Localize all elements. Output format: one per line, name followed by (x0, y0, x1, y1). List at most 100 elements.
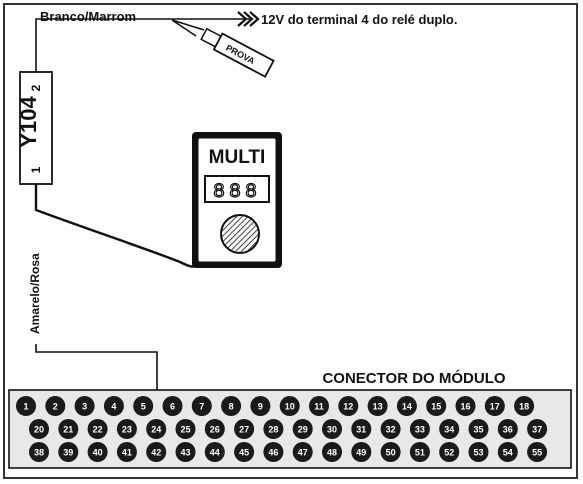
pin-number: 9 (258, 401, 263, 411)
pin-number: 44 (210, 447, 220, 457)
pin-number: 46 (268, 447, 278, 457)
pin-number: 49 (356, 447, 366, 457)
pin-circle (351, 442, 372, 462)
connector-pin-37: 37 (527, 419, 548, 439)
pin-number: 26 (210, 424, 220, 434)
connector-pin-45: 45 (234, 442, 255, 462)
pin-circle (439, 419, 460, 439)
pin-circle (16, 396, 36, 416)
pin-number: 43 (180, 447, 190, 457)
connector-pin-20: 20 (29, 419, 49, 439)
pin-circle (175, 442, 196, 462)
pin-number: 36 (503, 424, 513, 434)
pin-circle (322, 442, 342, 462)
connector-pin-44: 44 (204, 442, 225, 462)
pin-circle (409, 419, 430, 439)
pin-number: 51 (415, 447, 425, 457)
connector-pin-35: 35 (468, 419, 489, 439)
pin-number: 52 (444, 447, 454, 457)
probe-icon: PROVA (171, 19, 275, 78)
connector-pin-43: 43 (175, 442, 196, 462)
pin-circle (380, 442, 401, 462)
pin-circle (292, 442, 313, 462)
pin-number: 53 (473, 447, 483, 457)
connector-pin-26: 26 (204, 419, 225, 439)
connector-pin-16: 16 (455, 396, 476, 416)
pin-2-label: 2 (29, 84, 43, 91)
connector-pin-5: 5 (133, 396, 154, 416)
component-y104: Y104 2 1 (16, 71, 53, 185)
pin-number: 4 (111, 401, 116, 411)
connector-pin-18: 18 (514, 396, 535, 416)
connector-pin-17: 17 (484, 396, 505, 416)
pin-number: 23 (122, 424, 132, 434)
pin-number: 20 (34, 424, 44, 434)
pin-circle (133, 396, 154, 416)
connector-pin-23: 23 (116, 419, 137, 439)
connector-pin-24: 24 (146, 419, 167, 439)
connector-pin-14: 14 (396, 396, 417, 416)
pin-circle (234, 419, 255, 439)
connector-pin-48: 48 (322, 442, 342, 462)
pin-circle (58, 419, 79, 439)
meter-dial-icon (220, 214, 260, 254)
pin-number: 54 (503, 447, 513, 457)
pin-number: 17 (490, 401, 500, 411)
pin-circle (204, 419, 225, 439)
pin-number: 10 (285, 401, 295, 411)
connector-pin-38: 38 (29, 442, 49, 462)
connector-pin-34: 34 (439, 419, 460, 439)
pin-circle (250, 396, 271, 416)
connector-pin-36: 36 (497, 419, 518, 439)
pin-number: 35 (473, 424, 483, 434)
pin-number: 14 (402, 401, 412, 411)
connector-pin-3: 3 (74, 396, 95, 416)
pin-circle (497, 442, 518, 462)
connector-pin-28: 28 (263, 419, 284, 439)
pin-number: 33 (415, 424, 425, 434)
pin-circle (468, 442, 489, 462)
connector-pin-54: 54 (497, 442, 518, 462)
pin-circle (204, 442, 225, 462)
pin-circle (322, 419, 342, 439)
pin-number: 5 (141, 401, 146, 411)
connector-pin-32: 32 (380, 419, 401, 439)
wire-to-multimeter (34, 184, 200, 268)
connector-pin-42: 42 (146, 442, 167, 462)
pin-circle (396, 396, 417, 416)
pin-number: 48 (327, 447, 337, 457)
pin-number: 45 (239, 447, 249, 457)
connector-pin-31: 31 (351, 419, 372, 439)
connector-pin-1: 1 (16, 396, 36, 416)
connector-pin-29: 29 (292, 419, 313, 439)
pin-circle (29, 419, 49, 439)
pin-circle (116, 419, 137, 439)
pin-number: 8 (229, 401, 234, 411)
pin-circle (45, 396, 66, 416)
pin-number: 55 (532, 447, 542, 457)
pin-circle (146, 442, 167, 462)
source-arrows-icon (237, 11, 260, 27)
pin-circle (116, 442, 137, 462)
pin-number: 42 (151, 447, 161, 457)
pin-number: 2 (53, 401, 58, 411)
connector-pin-4: 4 (103, 396, 124, 416)
pin-1-label: 1 (29, 166, 43, 173)
connector-pin-33: 33 (409, 419, 430, 439)
pin-number: 22 (93, 424, 103, 434)
pin-circle (455, 396, 476, 416)
pin-circle (514, 396, 535, 416)
connector-pin-52: 52 (439, 442, 460, 462)
pin-number: 6 (170, 401, 175, 411)
pin-circle (409, 442, 430, 462)
pin-number: 13 (373, 401, 383, 411)
pin-number: 31 (356, 424, 366, 434)
pin-number: 34 (444, 424, 454, 434)
connector-pin-50: 50 (380, 442, 401, 462)
connector-pin-30: 30 (322, 419, 342, 439)
wire-top-label: Branco/Marrom (40, 9, 136, 24)
connector-pin-6: 6 (162, 396, 183, 416)
pin-number: 40 (93, 447, 103, 457)
